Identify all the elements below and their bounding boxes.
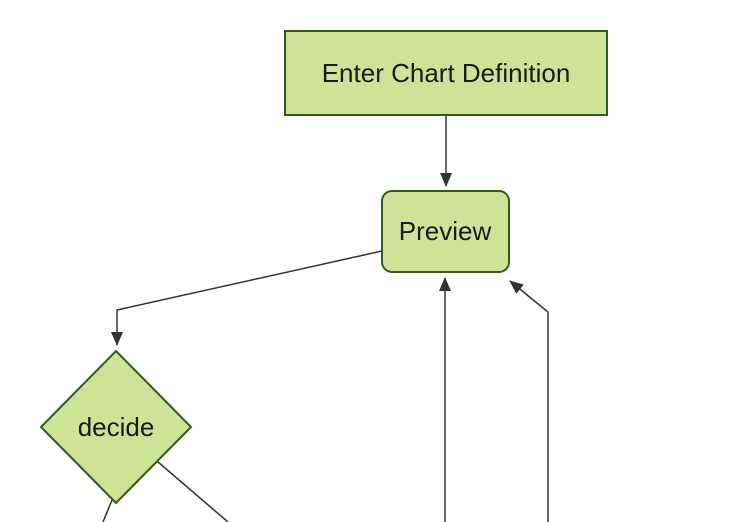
node-decide: decide	[39, 349, 193, 505]
rectangle-shape	[284, 30, 608, 116]
edge-decide-offscreen-right	[157, 461, 229, 522]
edge-offscreen-to-preview-corner	[509, 280, 549, 522]
edge-preview-to-decide	[111, 250, 383, 346]
node-preview: Preview	[381, 190, 510, 273]
edge-decide-offscreen-left	[102, 499, 113, 522]
node-enter-chart-definition: Enter Chart Definition	[284, 30, 608, 116]
node-label-decide: decide	[78, 412, 155, 442]
rounded-rectangle-shape	[381, 190, 510, 273]
node-label-enter-chart-definition: Enter Chart Definition	[322, 58, 571, 88]
diamond-shape	[39, 349, 193, 505]
node-label-preview: Preview	[399, 216, 492, 246]
